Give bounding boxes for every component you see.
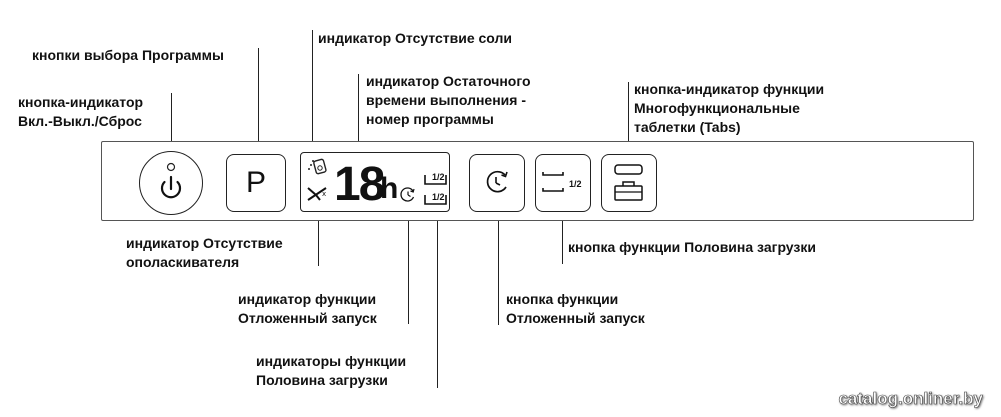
salt-icon: [308, 158, 327, 175]
label-power-button: кнопка-индикатор Вкл.-Выкл./Сброс: [18, 94, 144, 129]
power-button[interactable]: [139, 151, 203, 215]
leader-power: [171, 93, 172, 153]
label-half-load-button: кнопка функции Половина загрузки: [568, 239, 816, 255]
delay-start-button[interactable]: [469, 154, 525, 212]
time-unit: h: [380, 172, 398, 205]
label-half-load-indicators: индикаторы функции Половина загрузки: [256, 353, 407, 388]
program-button[interactable]: P: [226, 154, 286, 212]
power-icon: [160, 162, 181, 198]
time-digits: 18: [334, 158, 385, 211]
label-remaining-time: индикатор Остаточного времени выполнения…: [366, 73, 531, 127]
label-salt-indicator: индикатор Отсутствие соли: [318, 30, 513, 46]
label-delay-button: кнопка функции Отложенный запуск: [506, 291, 645, 326]
leader-delay-indicator: [408, 198, 409, 324]
label-rinse-indicator: индикатор Отсутствие ополаскивателя: [126, 235, 283, 270]
leader-half-button: [562, 210, 563, 264]
tabs-button[interactable]: [601, 154, 657, 212]
half-load-button-fraction: 1/2: [569, 179, 582, 189]
delay-indicator-icon: [400, 187, 415, 202]
leader-time: [358, 74, 359, 158]
leader-rinse: [318, 204, 319, 266]
leader-program: [258, 48, 259, 153]
clock-icon: [486, 170, 508, 193]
label-program-buttons: кнопки выбора Программы: [32, 47, 224, 63]
leader-tabs: [628, 82, 629, 154]
half-load-button[interactable]: 1/2: [535, 154, 591, 212]
svg-text:x: x: [322, 190, 326, 198]
rinse-aid-icon: x: [307, 187, 327, 201]
leader-salt: [312, 30, 313, 158]
leader-delay-button: [498, 200, 499, 325]
program-button-label: P: [245, 166, 266, 199]
tabs-icon: [613, 163, 643, 201]
leader-half-indicators: [437, 206, 438, 388]
watermark: catalog.onliner.by: [838, 389, 983, 409]
label-delay-indicator: индикатор функции Отложенный запуск: [238, 291, 377, 326]
half-load-bottom-indicator: [424, 195, 447, 205]
label-tabs-button: кнопка-индикатор функции Многофункционал…: [634, 81, 825, 135]
half-load-icon: [541, 171, 564, 192]
half-load-top-indicator: [424, 175, 447, 185]
half-load-top-fraction: 1/2: [432, 172, 445, 182]
half-load-bottom-fraction: 1/2: [432, 192, 445, 202]
